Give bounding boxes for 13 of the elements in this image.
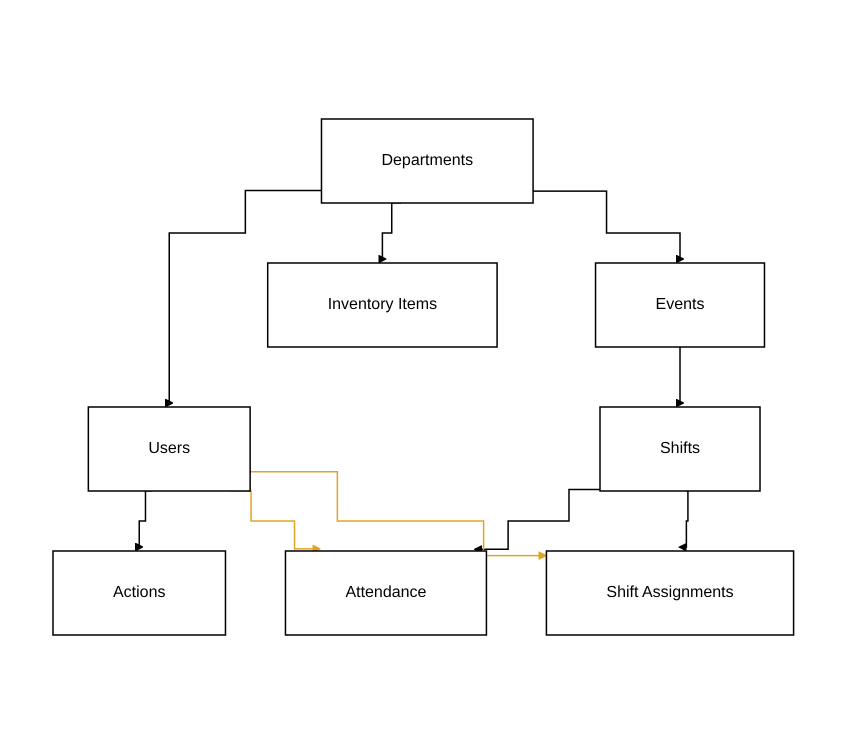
node-box: Actions [52,550,226,636]
node-box: Departments [320,118,534,204]
node-box: Shifts [599,406,761,492]
node-box: Shift Assignments [546,550,795,636]
node-box: Attendance [284,550,488,636]
arrow [678,490,689,552]
node-box: Users [88,406,252,492]
arrow [533,190,685,263]
node-box: Events [595,262,766,348]
node-box: Inventory Items [267,262,498,348]
arrow [676,346,685,407]
arrow [250,470,548,560]
arrow [165,189,322,407]
